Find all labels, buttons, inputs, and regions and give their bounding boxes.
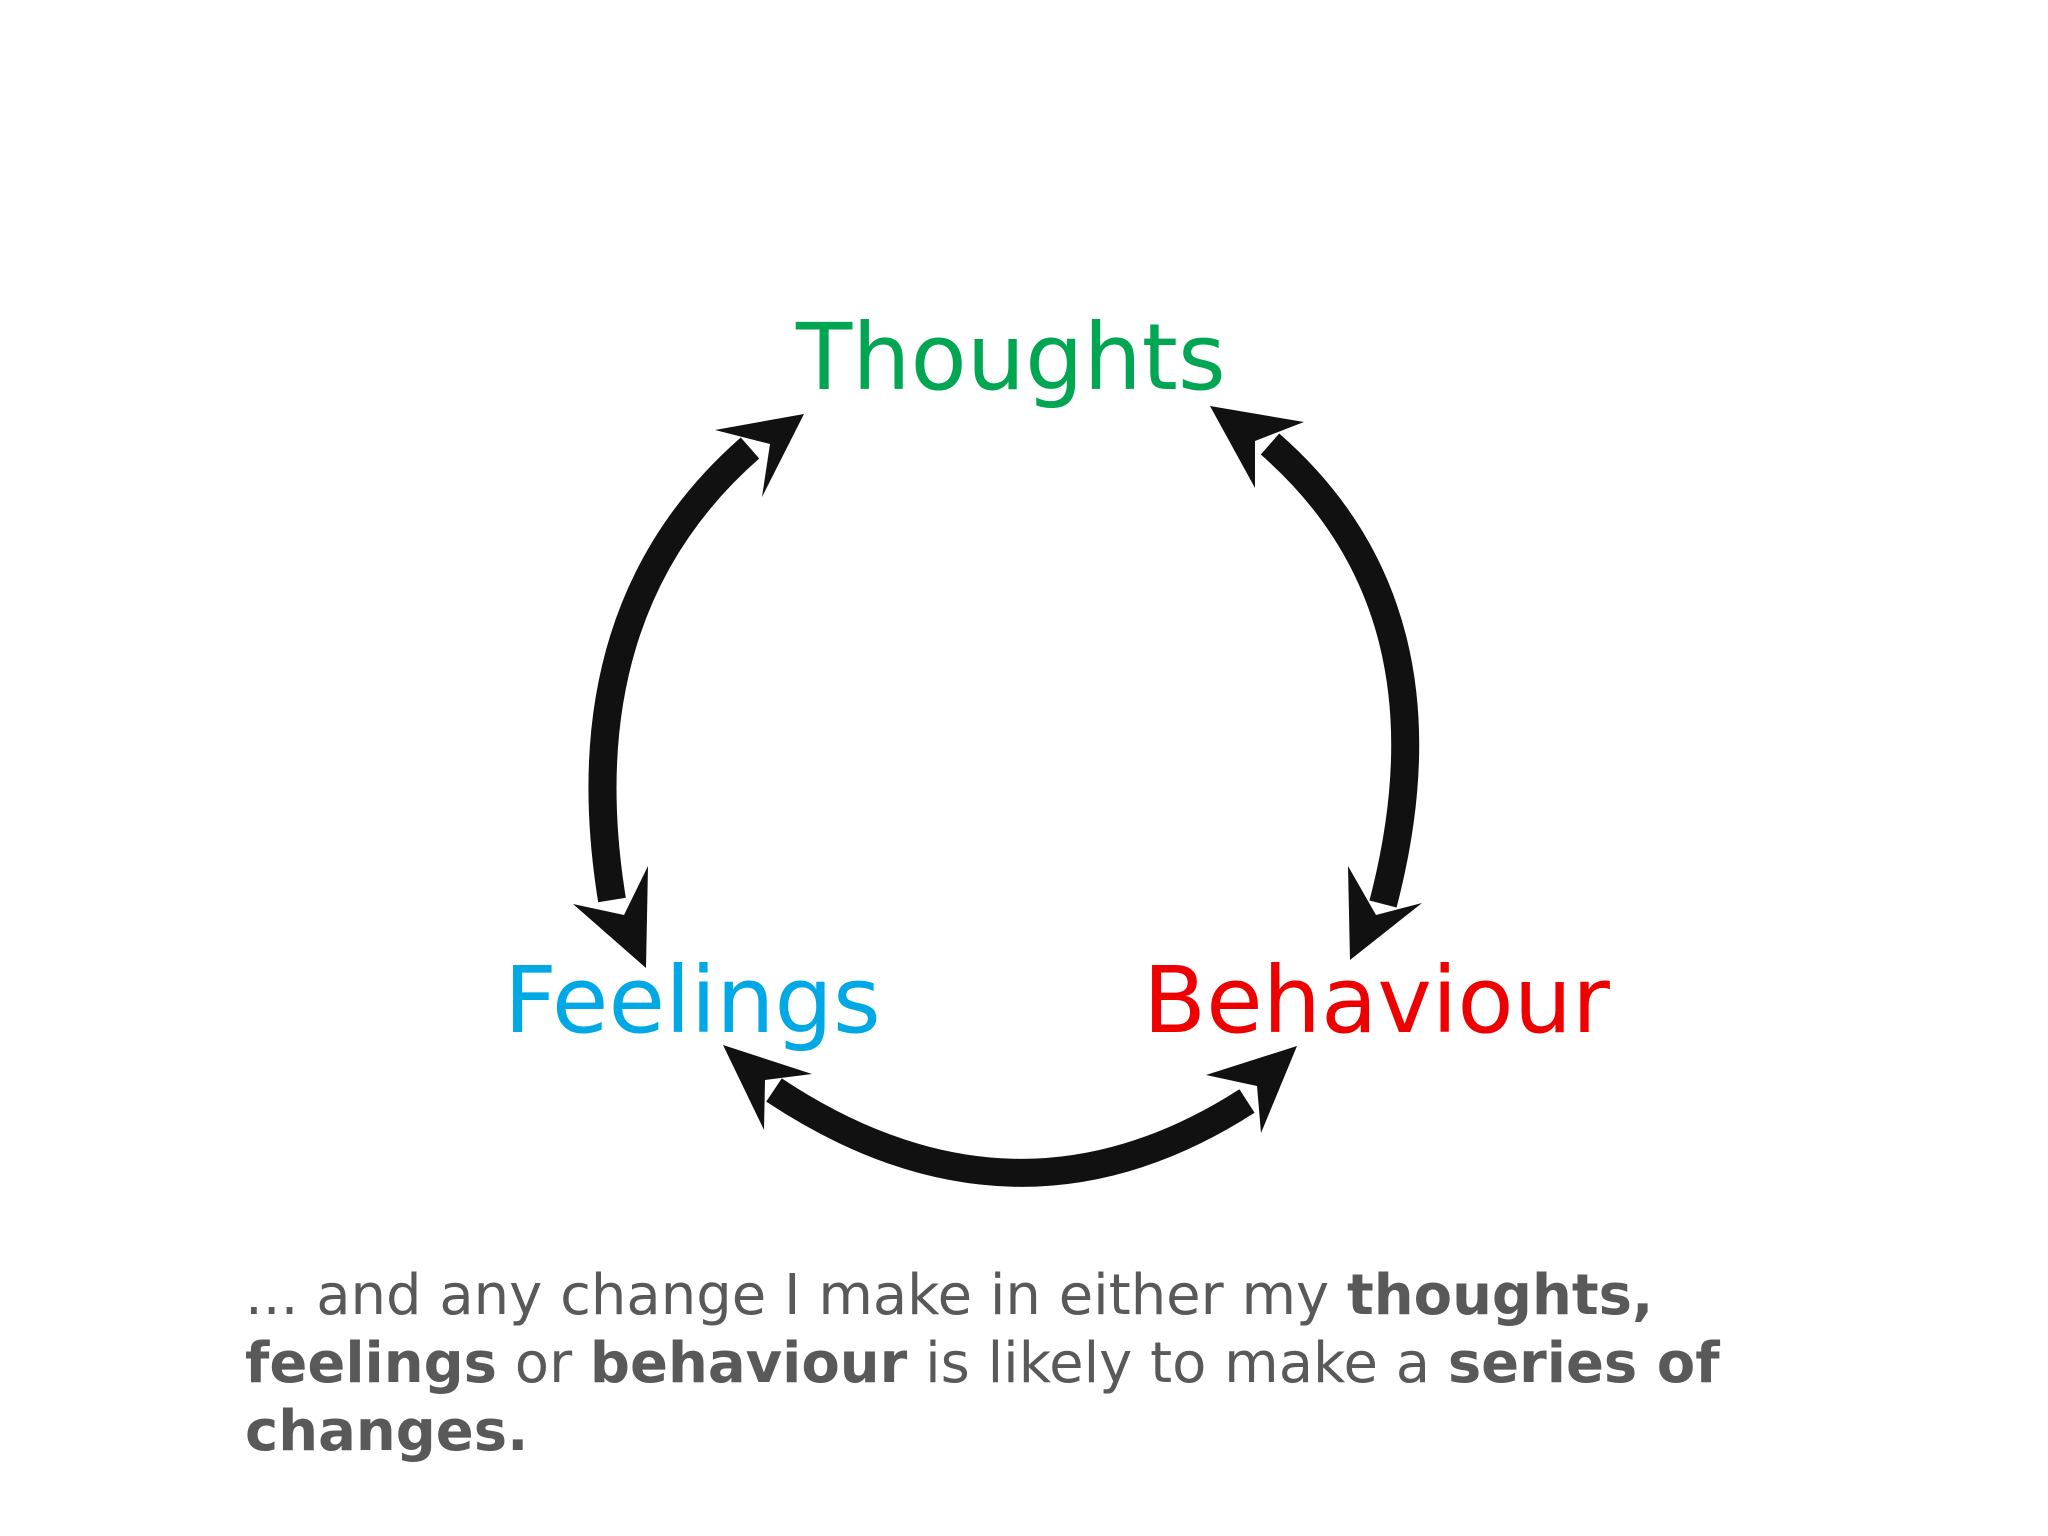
arrowhead-to-thoughts (715, 414, 804, 497)
node-behaviour: Behaviour (1143, 947, 1610, 1054)
arrowhead-to-feelings (573, 866, 648, 968)
caption-run: is likely to make a (907, 1331, 1448, 1396)
arrow-thoughts-feelings (588, 437, 760, 903)
arrowhead-to-behaviour-bottom (1206, 1046, 1297, 1133)
caption-run: ... and any change I make in either my (245, 1263, 1347, 1328)
caption-emphasis: thoughts, (1346, 1263, 1654, 1328)
arrow-thoughts-behaviour (1260, 433, 1420, 908)
arrowhead-to-behaviour (1348, 866, 1422, 960)
arrow-feelings-behaviour (766, 1078, 1255, 1187)
node-thoughts: Thoughts (796, 304, 1226, 411)
caption-emphasis: feelings (245, 1331, 497, 1396)
caption-text: ... and any change I make in either my t… (245, 1262, 1805, 1466)
caption-emphasis: behaviour (589, 1331, 908, 1396)
caption-emphasis: series of (1447, 1331, 1720, 1396)
caption-run: or (497, 1331, 590, 1396)
node-feelings: Feelings (504, 947, 881, 1054)
arrowhead-to-thoughts-right (1210, 406, 1304, 488)
arrowhead-to-feelings-bottom (723, 1045, 812, 1130)
caption-emphasis: changes. (245, 1399, 529, 1464)
